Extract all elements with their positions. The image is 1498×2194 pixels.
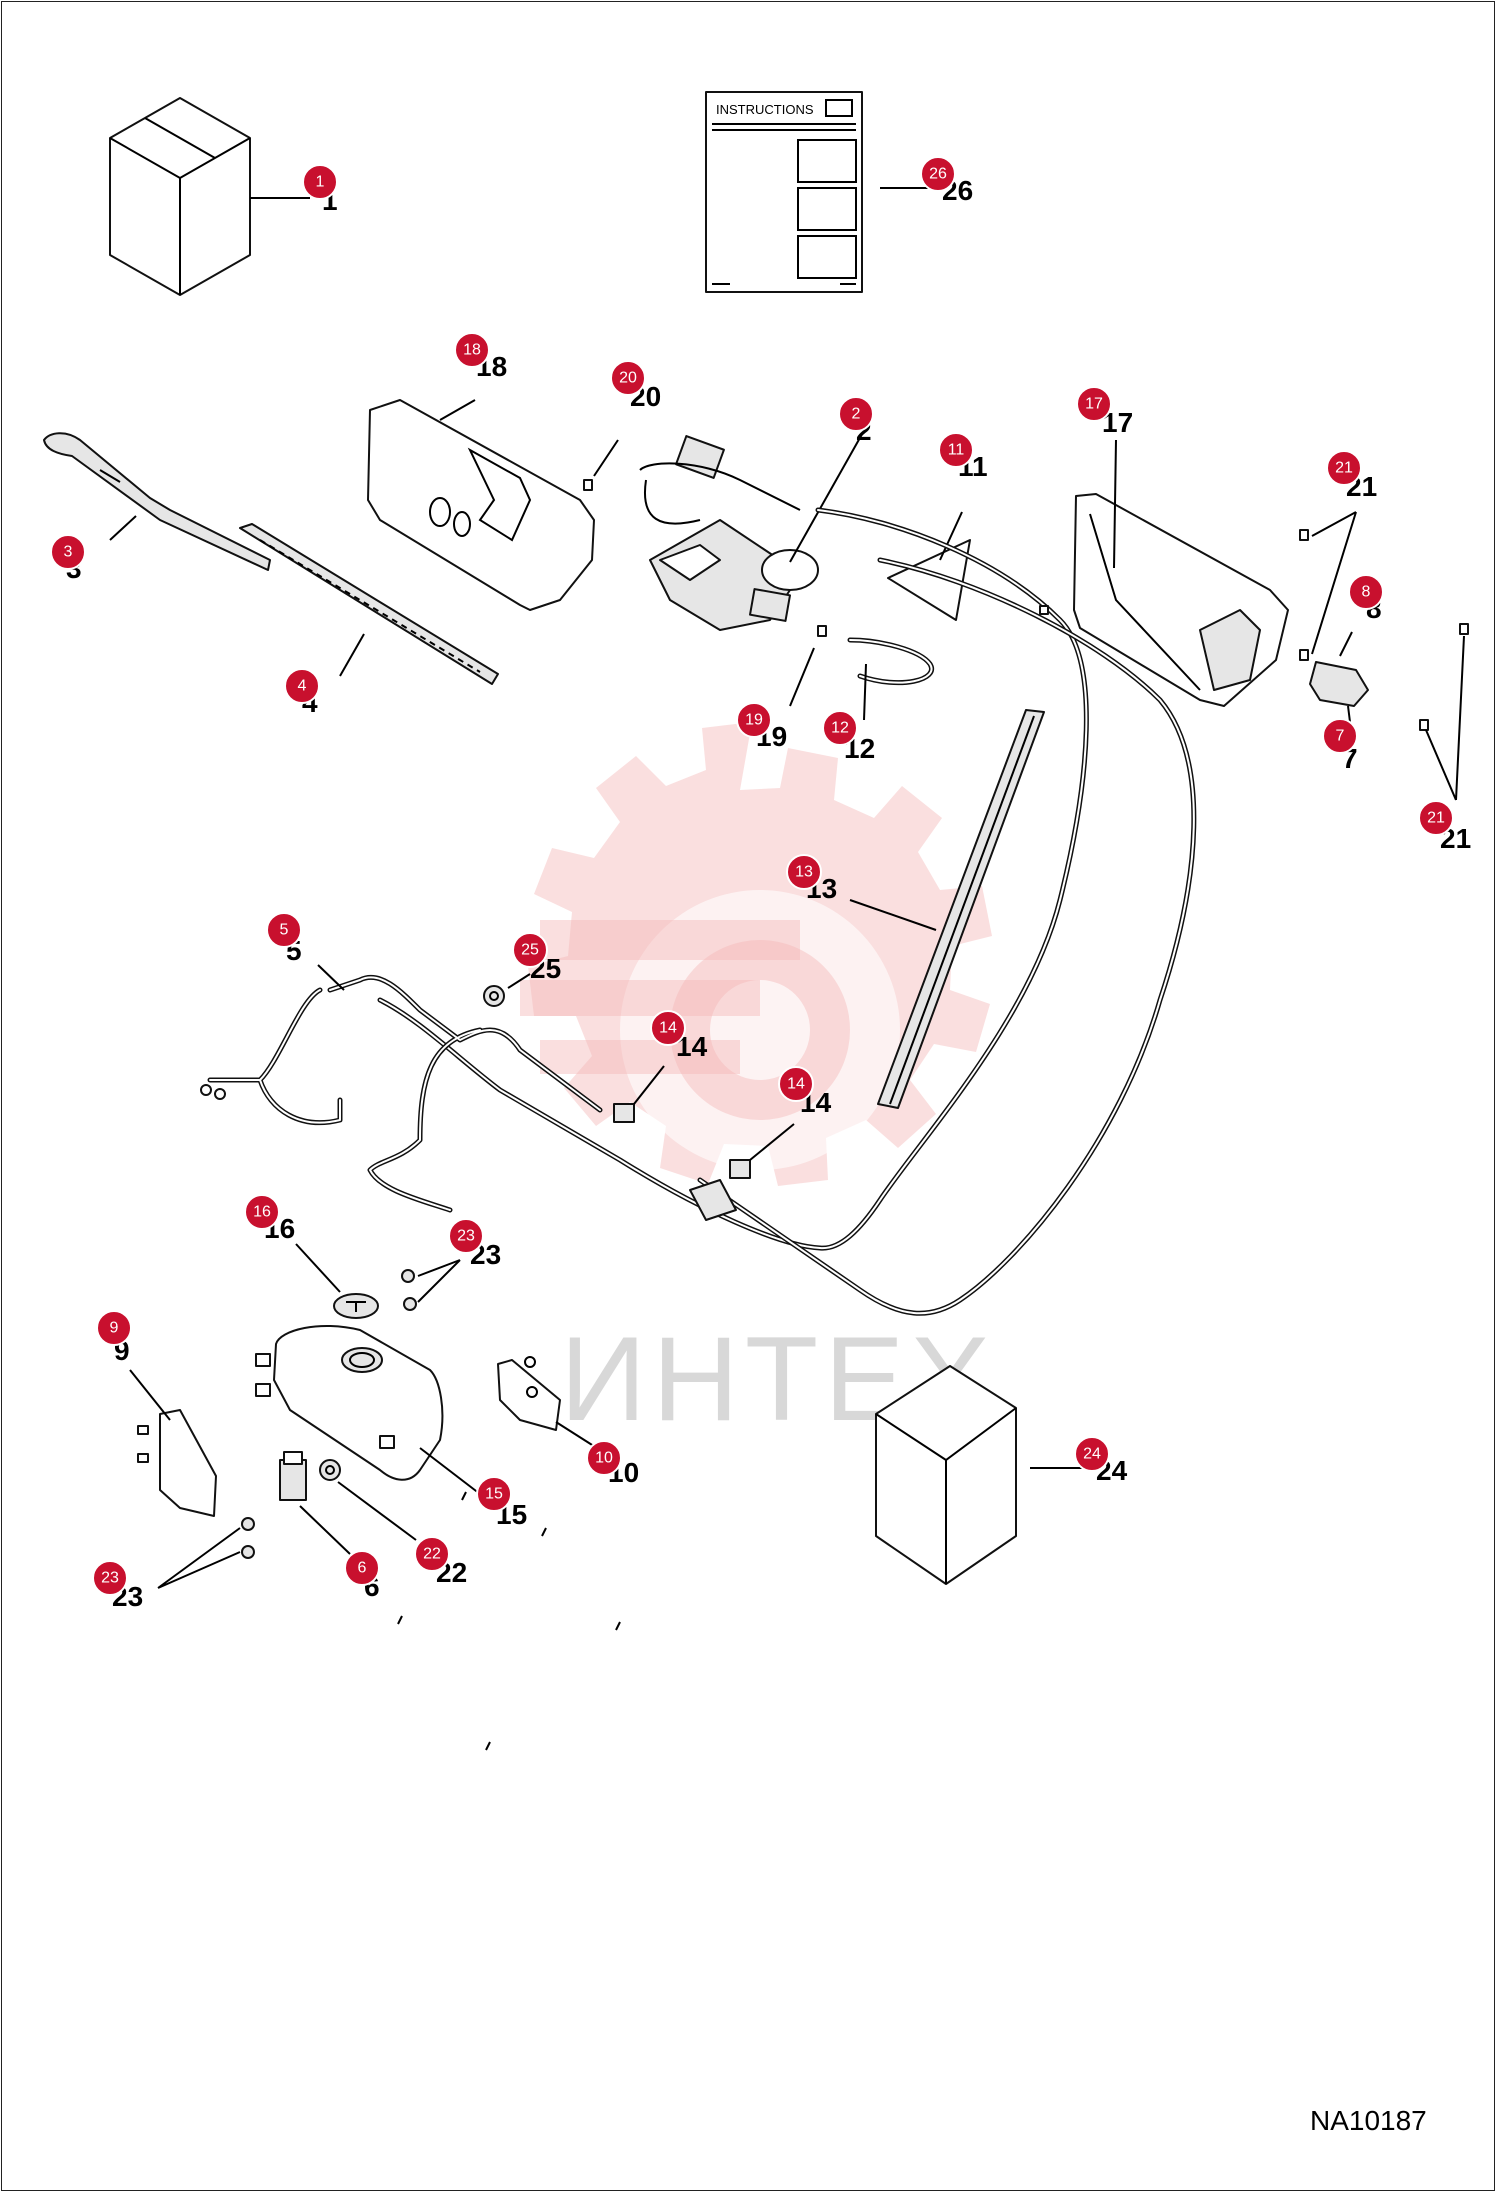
svg-text:14: 14 <box>787 1076 805 1093</box>
part-1-box <box>109 97 310 296</box>
part-3-wiper-arm <box>43 432 271 571</box>
callout-2: 22 <box>838 396 874 446</box>
part-15-reservoir <box>255 1324 481 1495</box>
callout-9: 99 <box>96 1310 132 1366</box>
svg-text:12: 12 <box>831 720 849 737</box>
svg-text:11: 11 <box>948 442 965 459</box>
callout-4: 44 <box>284 668 320 718</box>
svg-text:6: 6 <box>358 1560 367 1577</box>
svg-text:9: 9 <box>110 1320 119 1337</box>
svg-text:1: 1 <box>316 174 325 191</box>
svg-text:21: 21 <box>1427 810 1445 827</box>
svg-text:19: 19 <box>745 712 763 729</box>
svg-text:10: 10 <box>595 1450 613 1467</box>
svg-text:18: 18 <box>463 342 481 359</box>
svg-text:26: 26 <box>929 166 947 183</box>
part-22-grommet <box>319 1459 417 1541</box>
part-2-wiper-motor <box>639 419 871 631</box>
part-23a-nuts <box>401 1259 461 1311</box>
instructions-label: INSTRUCTIONS <box>716 102 814 117</box>
part-11-bracket <box>887 511 971 621</box>
svg-text:22: 22 <box>423 1546 441 1563</box>
watermark-gear <box>520 722 992 1186</box>
svg-text:17: 17 <box>1085 396 1103 413</box>
stray-marks <box>397 1491 621 1751</box>
callout-5: 55 <box>266 912 302 966</box>
wiring-harness <box>377 507 1197 1316</box>
svg-text:23: 23 <box>101 1570 119 1587</box>
part-18-cover <box>367 399 595 611</box>
part-17-housing <box>1073 439 1289 707</box>
svg-text:3: 3 <box>64 544 73 561</box>
part-4-wiper-blade <box>239 523 499 685</box>
svg-text:5: 5 <box>280 922 289 939</box>
part-10-bracket <box>497 1356 601 1451</box>
svg-text:13: 13 <box>795 864 813 881</box>
part-12-hose <box>847 637 934 721</box>
part-9-bracket <box>129 1369 217 1517</box>
svg-text:15: 15 <box>485 1486 503 1503</box>
part-14a-clip <box>613 1065 665 1123</box>
svg-text:20: 20 <box>619 370 637 387</box>
part-25-grommet <box>483 973 531 1007</box>
callout-1: 11 <box>302 164 338 216</box>
part-14b-clip <box>729 1123 795 1179</box>
svg-text:21: 21 <box>1335 460 1353 477</box>
part-20-screw <box>583 439 619 491</box>
svg-text:23: 23 <box>457 1228 475 1245</box>
svg-text:8: 8 <box>1362 584 1371 601</box>
svg-text:16: 16 <box>253 1204 271 1221</box>
part-21a-screws <box>1299 511 1357 661</box>
part-6-pump <box>279 1451 351 1555</box>
diagram-code: NA10187 <box>1310 2105 1427 2136</box>
svg-text:14: 14 <box>659 1020 677 1037</box>
screw-small <box>1039 605 1049 615</box>
svg-text:24: 24 <box>1083 1446 1101 1463</box>
part-13-seal-strip <box>849 709 1045 1109</box>
svg-text:25: 25 <box>521 942 539 959</box>
callout-6: 66 <box>344 1550 380 1602</box>
part-21b-screws <box>1419 623 1469 801</box>
svg-text:2: 2 <box>852 406 861 423</box>
part-19-screw <box>789 625 827 707</box>
part-8-switch <box>1309 631 1369 723</box>
svg-text:7: 7 <box>1336 728 1345 745</box>
part-5-harness <box>200 964 603 1213</box>
svg-text:4: 4 <box>298 678 307 695</box>
part-23b-nuts <box>157 1517 255 1589</box>
callout-3: 33 <box>50 534 86 584</box>
part-26-instructions: INSTRUCTIONS <box>705 91 940 293</box>
callout-7: 77 <box>1322 718 1358 774</box>
part-24-box <box>875 1365 1090 1585</box>
part-16-cap <box>295 1243 379 1319</box>
callout-8: 88 <box>1348 574 1384 624</box>
